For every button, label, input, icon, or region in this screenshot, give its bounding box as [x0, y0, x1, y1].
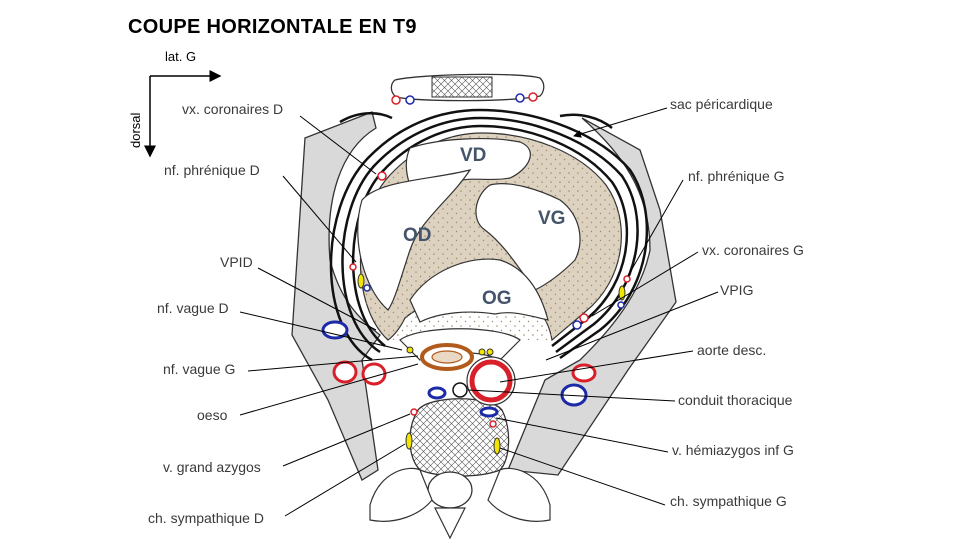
nerves: [357, 273, 626, 455]
label-vx-coronaires-d: vx. coronaires D: [182, 101, 284, 117]
chamber-label-vg: VG: [538, 208, 566, 229]
label-sac-pericardique: sac péricardique: [670, 96, 773, 112]
label-v-grand-azygos: v. grand azygos: [163, 459, 261, 475]
chamber-label-og: OG: [482, 288, 512, 309]
label-v-hemiazygos-inf-g: v. hémiazygos inf G: [672, 442, 794, 458]
label-ch-sympathique-d: ch. sympathique D: [148, 510, 264, 526]
label-vpid: VPID: [220, 254, 253, 270]
label-nf-vague-g: nf. vague G: [163, 361, 236, 377]
lateral-axis-label: lat. G: [165, 49, 197, 64]
orientation-arrows: [144, 70, 222, 158]
chamber-label-od: OD: [403, 225, 432, 246]
label-ch-sympathique-g: ch. sympathique G: [670, 493, 787, 509]
label-nf-vague-d: nf. vague D: [157, 300, 229, 316]
leader-lines: [239, 107, 719, 517]
left-lung: [507, 117, 677, 476]
label-oeso: oeso: [197, 407, 228, 423]
label-conduit-thoracique: conduit thoracique: [678, 392, 793, 408]
label-nf-phrenique-g: nf. phrénique G: [688, 168, 785, 184]
heart-cavities: [357, 138, 581, 323]
label-nf-phrenique-d: nf. phrénique D: [164, 162, 260, 178]
esophagus: [420, 343, 474, 371]
label-vx-coronaires-g: vx. coronaires G: [702, 242, 804, 258]
chamber-label-vd: VD: [460, 145, 487, 166]
vessels: [321, 92, 631, 428]
label-aorte-desc: aorte desc.: [697, 342, 767, 358]
thoracic-duct: [452, 382, 468, 398]
pericardial-layers: [329, 108, 649, 362]
page-title: COUPE HORIZONTALE EN T9: [128, 16, 417, 38]
label-vpig: VPIG: [720, 282, 754, 298]
